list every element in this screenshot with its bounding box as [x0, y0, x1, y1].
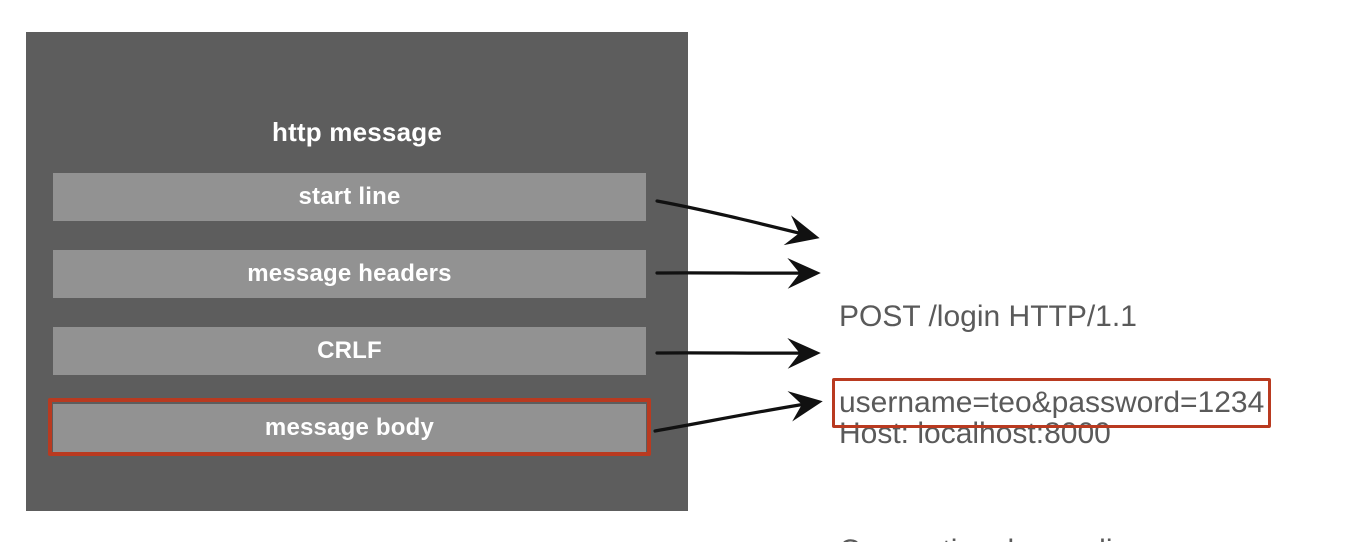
http-raw-text: POST /login HTTP/1.1 Host: localhost:800… — [839, 219, 1144, 542]
http-line-start: POST /login HTTP/1.1 — [839, 300, 1137, 333]
http-line-host: Host: localhost:8000 — [839, 417, 1111, 450]
part-crlf[interactable]: CRLF — [53, 327, 646, 375]
part-start-line[interactable]: start line — [53, 173, 646, 221]
part-message-body-label: message body — [264, 414, 435, 441]
http-body-text: username=teo&password=1234 — [839, 386, 1265, 419]
http-body-highlight-box: username=teo&password=1234 — [832, 378, 1272, 428]
part-start-line-label: start line — [298, 183, 401, 210]
part-message-body[interactable]: message body — [53, 404, 646, 452]
http-message-container: http message start line message headers … — [26, 32, 688, 511]
part-message-headers[interactable]: message headers — [53, 250, 646, 298]
http-message-title: http message — [271, 117, 442, 147]
part-crlf-label: CRLF — [317, 337, 382, 364]
part-message-headers-label: message headers — [247, 260, 452, 287]
http-line-connection: Connection: keep-alive — [839, 531, 1144, 542]
